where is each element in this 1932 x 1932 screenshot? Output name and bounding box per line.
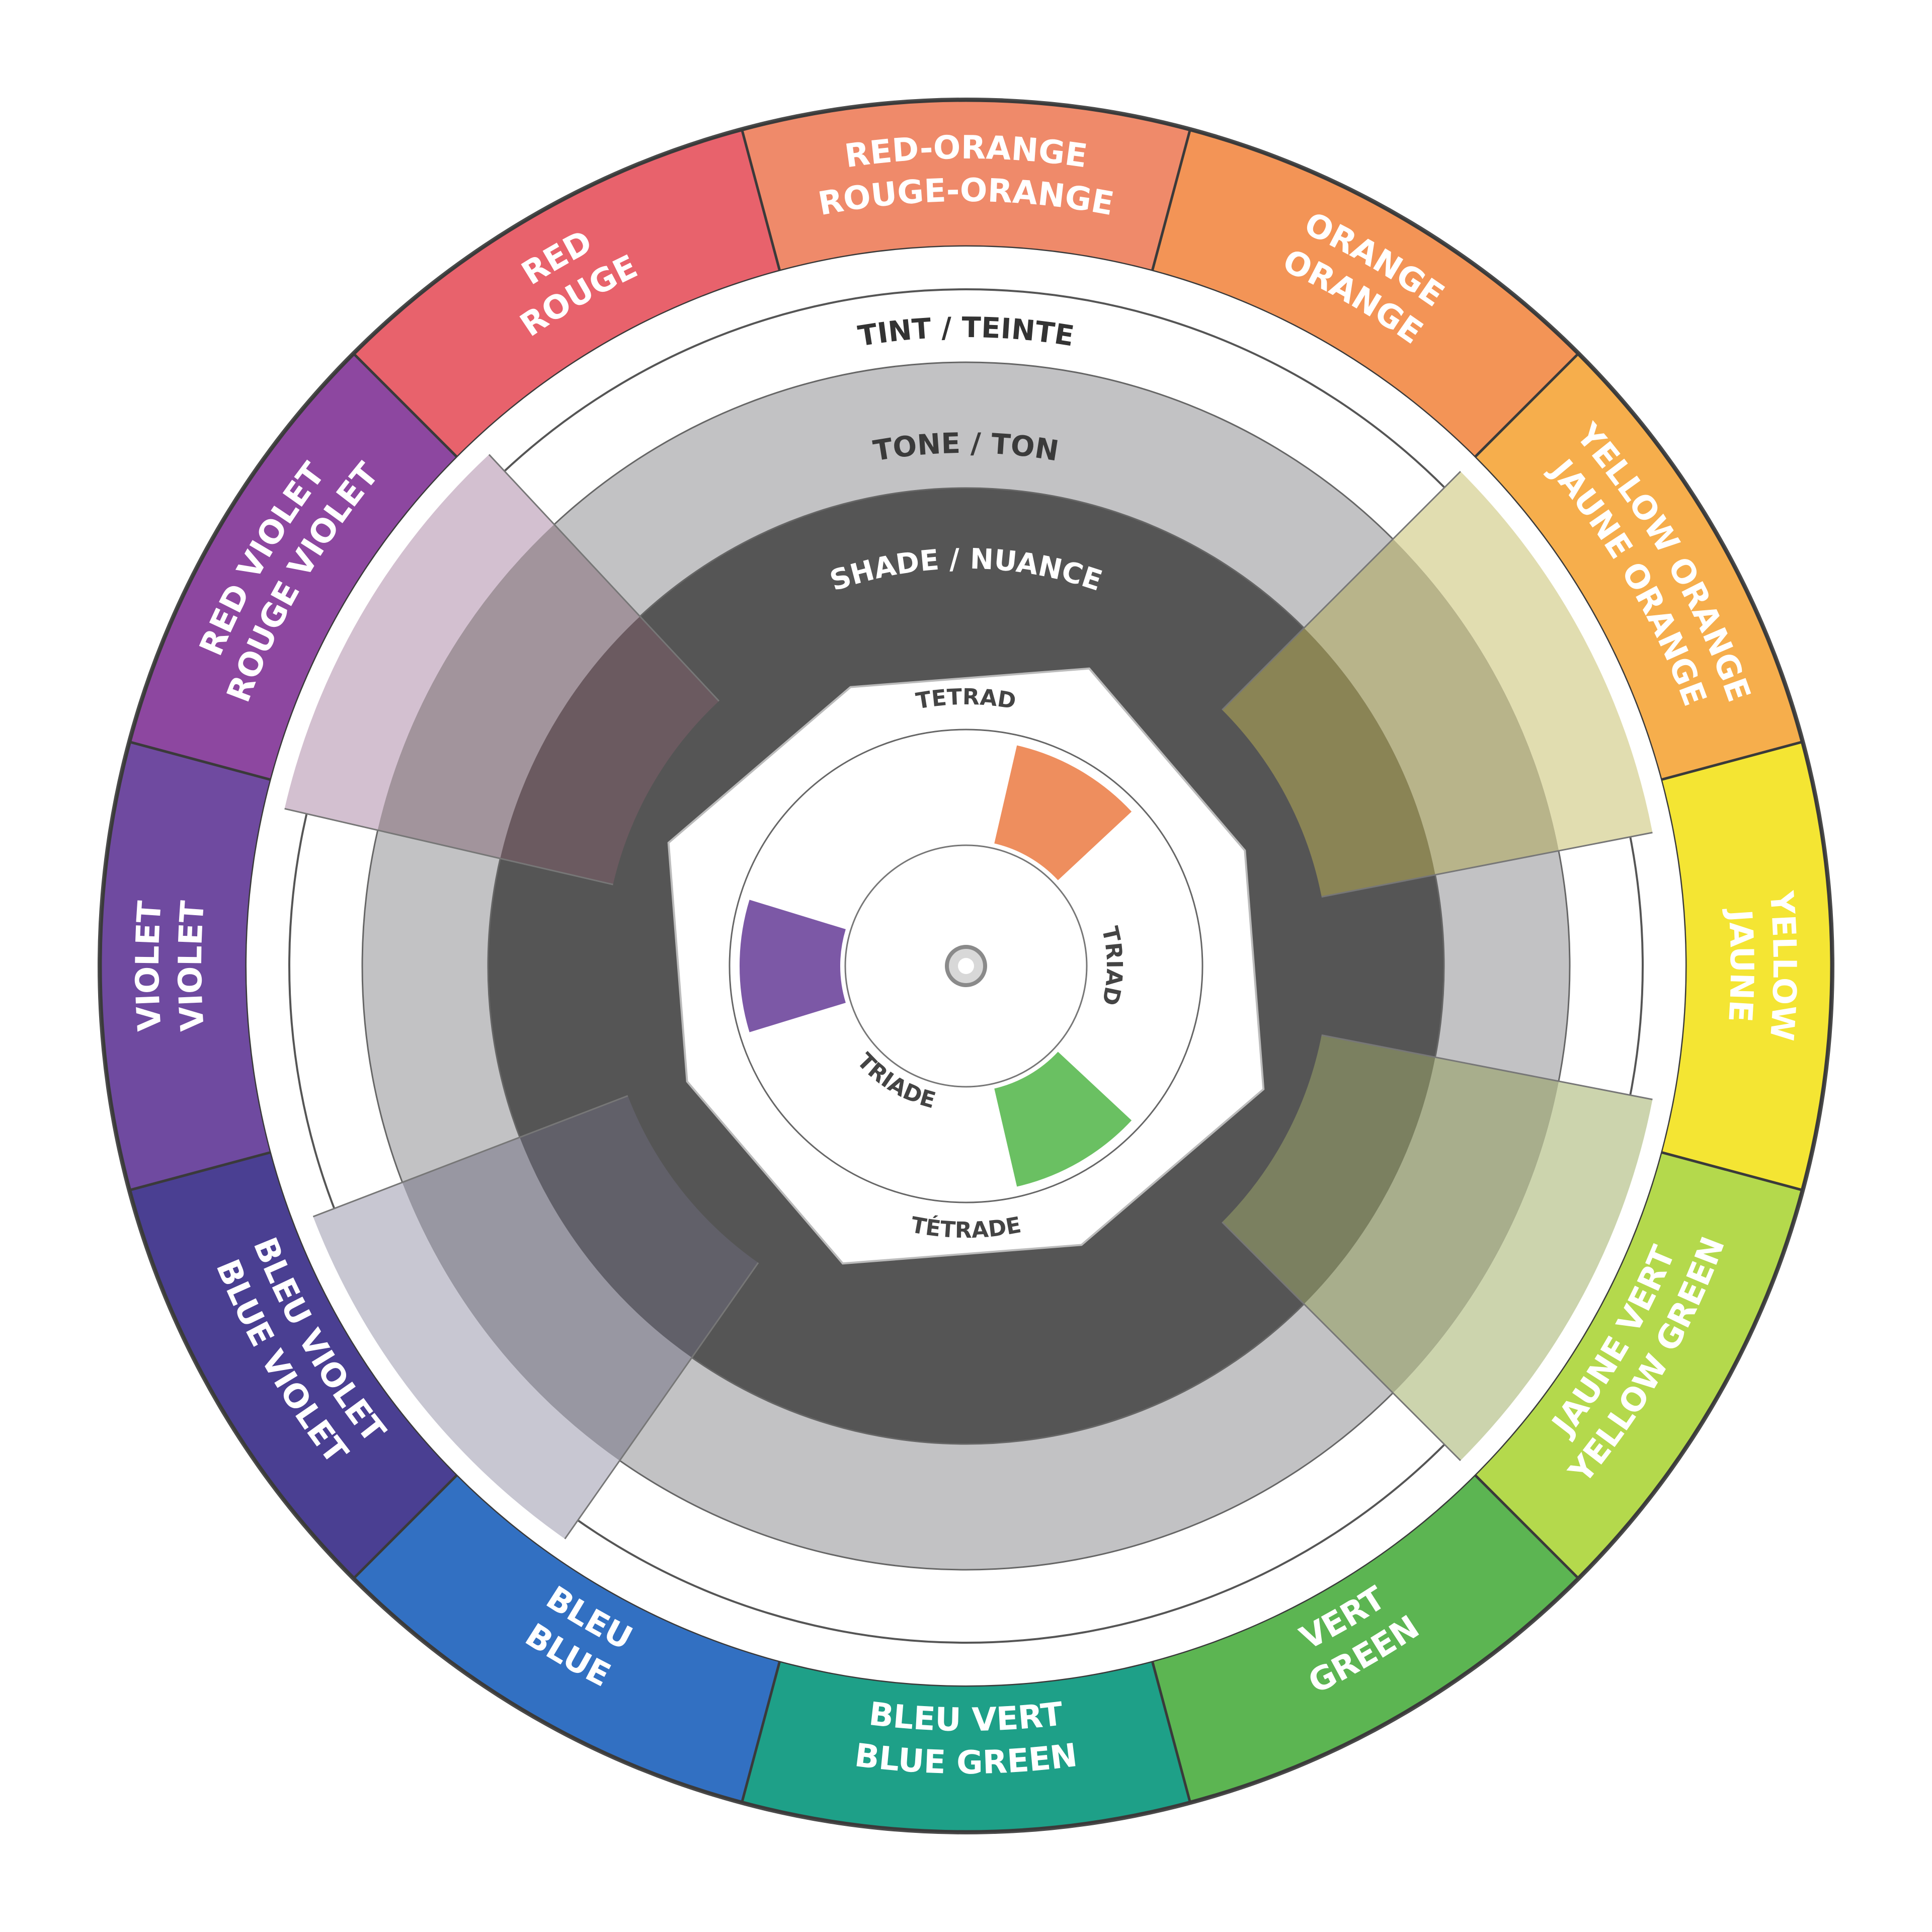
yellow-green-window bbox=[1222, 1034, 1653, 1461]
red-violet-window-shade bbox=[500, 616, 719, 885]
color-windows bbox=[284, 454, 1653, 1540]
yellow-window-tone bbox=[1304, 539, 1559, 875]
yellow-green-window-tone bbox=[1304, 1057, 1559, 1393]
panel-outer-line bbox=[288, 288, 1644, 1644]
hue-ring: RED-ORANGEROUGE-ORANGEORANGEORANGEYELLOW… bbox=[99, 99, 1833, 1833]
orange-swatch bbox=[994, 745, 1132, 880]
yellow-green-window-shade bbox=[1222, 1035, 1435, 1304]
red-violet-window-tint bbox=[284, 454, 554, 831]
hue-label-yellow-fr: JAUNE bbox=[1721, 907, 1760, 1023]
yellow-window-tint bbox=[1393, 471, 1653, 851]
hue-label-blue-green-fr: BLEU VERT bbox=[867, 1696, 1065, 1739]
rivet-hole bbox=[958, 958, 974, 974]
violet-swatch bbox=[739, 900, 846, 1032]
red-violet-window bbox=[284, 454, 720, 886]
blue-violet-window-shade bbox=[520, 1096, 759, 1358]
hue-segment-violet bbox=[99, 740, 273, 1192]
red-violet-window-tone bbox=[377, 524, 640, 859]
yellow-green-window-tint bbox=[1393, 1081, 1653, 1461]
hue-label-yellow-en: YELLOW bbox=[1762, 890, 1803, 1042]
blue-violet-window-tone bbox=[402, 1137, 692, 1461]
green-swatch bbox=[994, 1052, 1132, 1187]
dial-outer-ring bbox=[729, 729, 1203, 1203]
blue-violet-window bbox=[312, 1095, 759, 1540]
center-label-triad: TRIAD bbox=[1097, 924, 1128, 1008]
yellow-window-shade bbox=[1222, 628, 1435, 897]
yellow-window bbox=[1222, 471, 1653, 898]
blue-violet-window-tint bbox=[313, 1182, 620, 1539]
dial-inner-ring bbox=[844, 844, 1088, 1088]
